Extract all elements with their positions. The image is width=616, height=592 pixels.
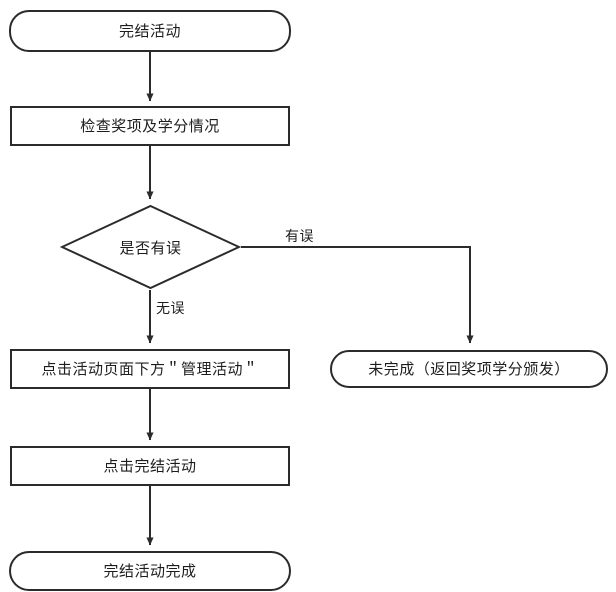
node-decision-has-error[interactable]: 是否有误 [60,204,241,290]
diamond-shape [60,204,241,290]
edge-label-has-error: 有误 [285,228,314,244]
node-decision-label: 是否有误 [119,239,182,257]
node-click-manage-activity[interactable]: 点击活动页面下方＂管理活动＂ [10,349,290,389]
node-done[interactable]: 完结活动完成 [9,551,291,591]
edge-label-no-error: 无误 [156,300,185,316]
node-incomplete-return[interactable]: 未完成（返回奖项学分颁发） [330,350,608,388]
node-start[interactable]: 完结活动 [9,10,291,52]
node-check-awards-credits[interactable]: 检查奖项及学分情况 [10,106,290,146]
connector-decision-to-incomplete [241,246,474,344]
node-click-finish-activity[interactable]: 点击完结活动 [10,446,290,486]
